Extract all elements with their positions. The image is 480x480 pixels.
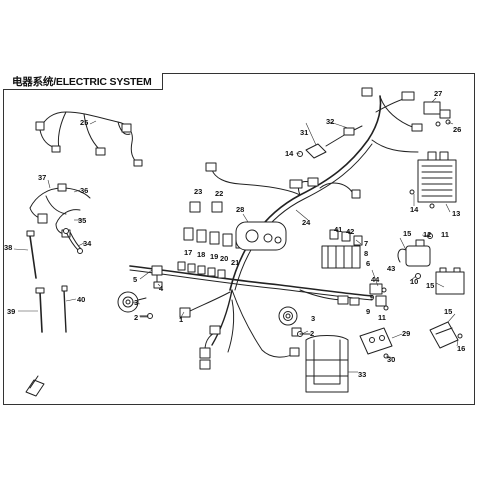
callout-17: 17 — [184, 248, 192, 257]
callout-22: 22 — [215, 189, 223, 198]
callout-28: 28 — [236, 205, 244, 214]
ecu-block — [321, 229, 363, 269]
leader-lines — [13, 97, 459, 373]
callout-labels: 25 37 36 35 34 38 39 40 5 4 3 2 1 23 22 … — [4, 89, 465, 379]
callout-31: 31 — [300, 128, 308, 137]
callout-14-top: 14 — [285, 149, 294, 158]
callout-2-right: 2 — [310, 329, 314, 338]
callout-43: 43 — [387, 264, 395, 273]
bracket-29 — [359, 327, 393, 359]
callout-6: 6 — [366, 259, 370, 268]
callout-35: 35 — [78, 216, 86, 225]
callout-36: 36 — [80, 186, 88, 195]
callout-15-relay: 15 — [403, 229, 411, 238]
horn-left — [117, 291, 153, 319]
callout-15-module: 15 — [444, 307, 452, 316]
fuse-box-44 — [369, 283, 389, 311]
callout-24: 24 — [302, 218, 311, 227]
callout-21: 21 — [231, 258, 239, 267]
callout-44: 44 — [371, 275, 380, 284]
callout-14-right: 14 — [410, 205, 419, 214]
callout-13: 13 — [452, 209, 460, 218]
starter-relay — [397, 233, 433, 279]
battery — [435, 267, 465, 295]
diagram-title: 电器系统/ELECTRIC SYSTEM — [12, 76, 152, 88]
callout-20: 20 — [220, 254, 228, 263]
callout-9-b: 9 — [366, 307, 370, 316]
callout-32: 32 — [326, 117, 334, 126]
callout-8: 8 — [364, 249, 368, 258]
callout-16: 16 — [457, 344, 465, 353]
callout-40: 40 — [77, 295, 85, 304]
callout-9-a: 9 — [370, 293, 374, 302]
cable-ties — [26, 230, 68, 333]
fuses-22-23 — [189, 201, 223, 213]
callout-39: 39 — [7, 307, 15, 316]
callout-5: 5 — [133, 275, 137, 284]
callout-7: 7 — [364, 239, 368, 248]
harness-37-36 — [29, 183, 91, 224]
regulator-13 — [409, 151, 457, 209]
callout-33: 33 — [358, 370, 366, 379]
callout-11-top: 11 — [441, 230, 449, 239]
callout-10: 10 — [410, 277, 418, 286]
callout-41: 41 — [334, 225, 342, 234]
callout-29: 29 — [402, 329, 410, 338]
callout-18: 18 — [197, 250, 205, 259]
callout-19: 19 — [210, 252, 218, 261]
component-28 — [235, 221, 287, 251]
callout-42: 42 — [346, 227, 354, 236]
callout-38: 38 — [4, 243, 12, 252]
callout-3-right: 3 — [311, 314, 315, 323]
callout-37: 37 — [38, 173, 46, 182]
relay-5 — [151, 265, 163, 289]
callout-15-battery: 15 — [426, 281, 434, 290]
callout-25: 25 — [80, 118, 88, 127]
callout-12: 12 — [423, 230, 431, 239]
sensor-31-32 — [297, 125, 363, 159]
harness-34 — [63, 228, 83, 254]
clip-bottom-left — [25, 375, 45, 397]
front-harness-25 — [35, 111, 143, 167]
callout-34: 34 — [83, 239, 92, 248]
callout-2-left: 2 — [134, 313, 138, 322]
cage-33 — [305, 335, 349, 393]
callout-23: 23 — [194, 187, 202, 196]
callout-27: 27 — [434, 89, 442, 98]
callout-30: 30 — [387, 355, 395, 364]
callout-4: 4 — [159, 284, 164, 293]
connector-27-26 — [423, 101, 451, 127]
horn-right — [278, 306, 311, 337]
callout-11-bottom: 11 — [378, 313, 386, 322]
callout-3-left: 3 — [134, 298, 138, 307]
title-box: 电器系统/ELECTRIC SYSTEM — [3, 73, 163, 90]
callout-26: 26 — [453, 125, 461, 134]
callout-1: 1 — [179, 315, 183, 324]
harness-connectors — [179, 87, 423, 370]
